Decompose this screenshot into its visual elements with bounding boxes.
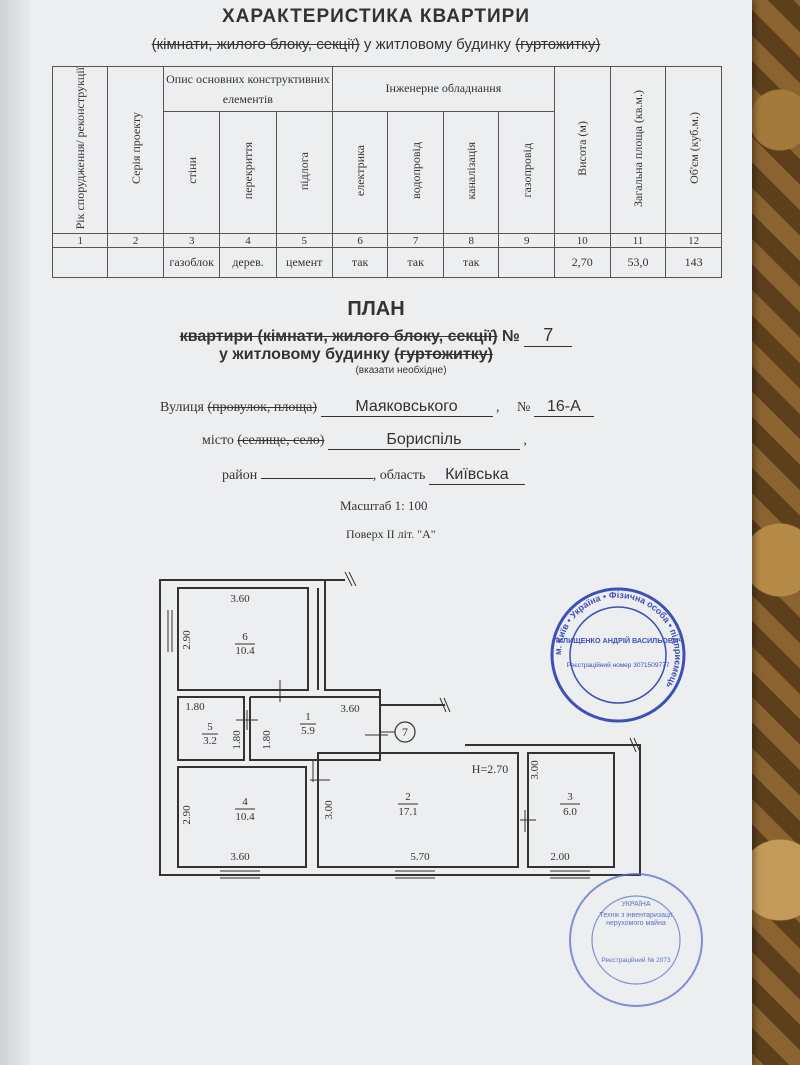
room-area-label: 10.4 <box>235 811 255 823</box>
characteristics-table: Рік спорудження/ реконструкції Серія про… <box>51 65 722 279</box>
region-value: Київська <box>428 466 525 485</box>
room-number-label: 4 <box>242 796 248 808</box>
scale-text: Масштаб 1: 100 <box>340 498 428 513</box>
ceiling-height-label: H=2.70 <box>472 762 508 776</box>
city-field: місто (селище, село) Бориспіль , <box>202 431 527 450</box>
stamp2-reg: Реєстраційний № 2073 <box>601 956 671 964</box>
room-height-label: 3.00 <box>323 800 335 820</box>
floor-text: Поверх II літ. "А" <box>346 527 436 541</box>
room-number-label: 6 <box>242 631 248 643</box>
th-height: Висота (м) <box>553 65 611 235</box>
room-width-label: 3.60 <box>230 593 250 605</box>
room-height-label: 2.90 <box>181 630 193 650</box>
street-value: Маяковського <box>320 398 493 417</box>
room-height-label: 1.80 <box>261 730 273 750</box>
stamp1-name: ПИЛИЩЕНКО АНДРІЙ ВАСИЛЬОВИЧ <box>553 636 684 645</box>
th-volume: Об'єм (куб.м.) <box>665 65 722 235</box>
th-gas: газопровід <box>498 110 555 235</box>
th-engineering: Інженерне обладнання <box>331 66 555 112</box>
page-binding <box>0 0 30 1065</box>
room-number-label: 3 <box>567 791 573 803</box>
room-area-label: 10.4 <box>235 645 255 657</box>
room-number-label: 5 <box>207 721 213 733</box>
room-number-label: 1 <box>305 711 311 723</box>
apt-number: 7 <box>524 325 573 347</box>
district-field: район , область Київська <box>222 466 525 485</box>
room-width-label: 2.00 <box>550 851 570 863</box>
th-floors-over: перекриття <box>219 110 277 235</box>
subtitle-rest: у житловому будинку <box>359 36 516 53</box>
th-water: водопровід <box>387 110 444 235</box>
city-value: Бориспіль <box>327 431 520 450</box>
th-floor: підлога <box>275 110 333 235</box>
room-width-label: 3.60 <box>340 703 360 715</box>
stamp1-reg: Реєстраційний номер 3071509777 <box>567 661 670 669</box>
room-height-label: 3.00 <box>529 760 541 780</box>
room-area-label: 6.0 <box>563 806 577 818</box>
room-area-label: 5.9 <box>301 725 315 737</box>
document-subtitle: (кімнати, жилого блоку, секції) у житлов… <box>0 36 752 53</box>
stamp2-top: УКРАЇНА <box>621 900 650 908</box>
th-area: Загальна площа (кв.м.) <box>609 65 667 235</box>
room-area-label: 17.1 <box>398 806 417 818</box>
room-width-label: 1.80 <box>185 701 205 713</box>
apartment-marker: 7 <box>402 725 408 739</box>
plan-note: (вказати необхідне) <box>355 365 447 376</box>
th-electric: електрика <box>331 110 389 235</box>
stamp2-center: Технік з інвентаризації нерухомого майна <box>599 912 673 927</box>
th-sewer: каналізація <box>442 110 500 235</box>
room-height-label: 2.90 <box>181 805 193 825</box>
round-stamp-2: УКРАЇНА Технік з інвентаризації нерухомо… <box>569 873 703 1007</box>
street-field: Вулиця (провулок, площа) Маяковського , … <box>160 398 594 417</box>
floor-plan: 3.60 2.90 6 10.4 1.80 1.80 5 3.2 3.60 1.80… <box>159 571 641 879</box>
room-number-label: 2 <box>405 791 411 803</box>
th-structural: Опис основних конструктивних елементів <box>162 66 333 112</box>
room-width-label: 5.70 <box>410 851 430 863</box>
room-area-label: 3.2 <box>203 735 217 747</box>
house-number: 16-А <box>533 398 594 417</box>
plan-title: ПЛАН <box>347 298 405 320</box>
room-height-label: 1.80 <box>231 730 243 750</box>
subtitle-struck-2: (гуртожитку) <box>515 36 601 53</box>
th-year: Рік спорудження/ реконструкції <box>51 65 109 235</box>
room-width-label: 3.60 <box>230 851 250 863</box>
document-page: ХАРАКТЕРИСТИКА КВАРТИРИ (кімнати, жилого… <box>0 0 752 1065</box>
th-series: Серія проекту <box>107 65 164 235</box>
th-walls: стіни <box>162 110 221 235</box>
subtitle-struck: (кімнати, жилого блоку, секції) <box>151 36 360 53</box>
round-stamp-1: м. Київ • Україна • Фізична особа • підп… <box>550 587 686 723</box>
plan-line2: у житловому будинку (гуртожитку) <box>219 346 493 363</box>
document-title: ХАРАКТЕРИСТИКА КВАРТИРИ <box>221 6 530 27</box>
plan-line1: квартири (кімнати, жилого блоку, секції)… <box>0 325 752 347</box>
